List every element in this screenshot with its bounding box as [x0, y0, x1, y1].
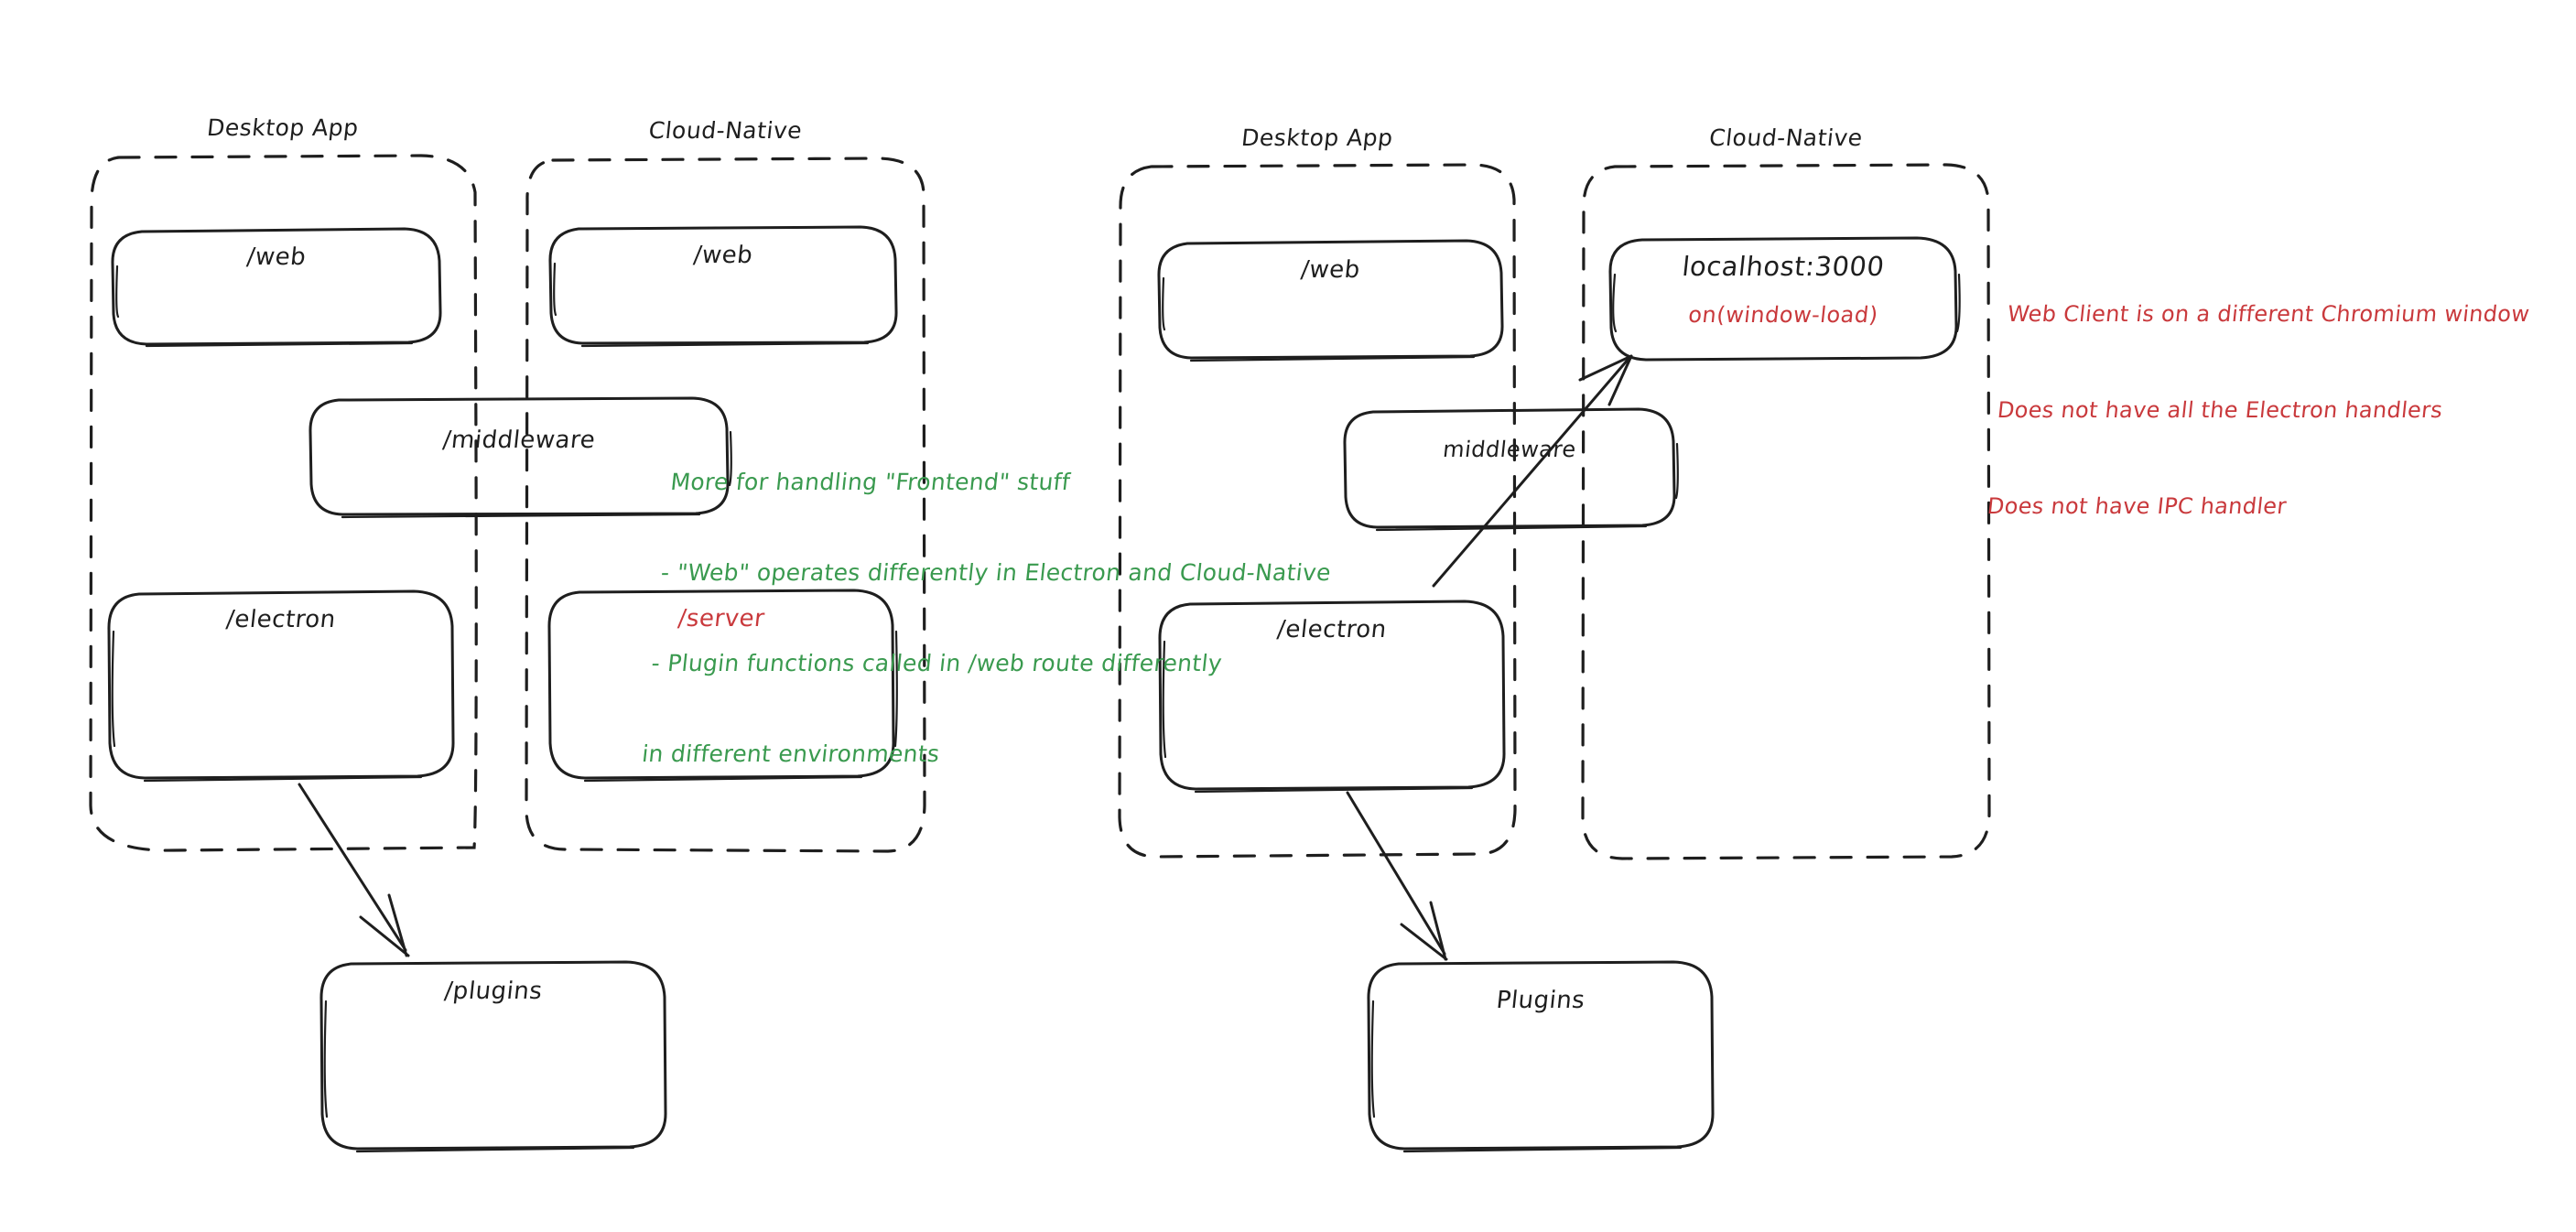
group-title-right-cloud-native: Cloud-Native — [1707, 124, 1865, 151]
annotation-line: Web Client is on a different Chromium wi… — [2006, 301, 2531, 327]
box-right-desktop-web — [1157, 239, 1504, 362]
node-label-right-plugins: Plugins — [1495, 987, 1586, 1014]
arrow-right-electron-to-plugins — [1346, 791, 1448, 961]
box-left-plugins — [319, 960, 667, 1153]
annotation-line: in different environments — [640, 740, 941, 767]
annotation-line: More for handling "Frontend" stuff — [669, 469, 1072, 495]
box-left-middleware — [308, 396, 732, 519]
node-label-left-cloud-web: /web — [692, 242, 754, 269]
group-title-left-cloud-native: Cloud-Native — [647, 117, 804, 144]
group-left-cloud-native — [525, 157, 926, 853]
node-label-right-localhost: localhost:3000 — [1680, 251, 1887, 282]
annotation-web-client-note: Web Client is on a different Chromium wi… — [1979, 234, 2538, 587]
node-label-right-middleware: middleware — [1441, 437, 1578, 462]
box-left-server — [547, 589, 898, 783]
node-label-left-plugins: /plugins — [443, 978, 544, 1005]
node-label-right-desktop-web: /web — [1299, 256, 1362, 284]
arrow-right-electron-to-localhost — [1432, 354, 1633, 588]
box-right-electron — [1158, 600, 1506, 794]
node-label-left-middleware: /middleware — [441, 427, 597, 454]
box-right-middleware — [1343, 407, 1679, 532]
group-right-cloud-native — [1581, 163, 1991, 860]
box-left-cloud-web — [548, 225, 898, 348]
box-right-localhost — [1608, 236, 1961, 362]
group-title-right-desktop-app: Desktop App — [1239, 124, 1395, 151]
annotation-line: - "Web" operates differently in Electron… — [659, 559, 1333, 586]
box-right-plugins — [1367, 960, 1715, 1153]
annotation-line: Does not have all the Electron handlers — [1996, 397, 2444, 423]
box-left-desktop-web — [111, 227, 442, 348]
annotation-line: Does not have IPC handler — [1986, 493, 2289, 519]
annotation-line: - Plugin functions called in /web route … — [650, 650, 1224, 676]
node-sublabel-right-localhost-on-window-load: on(window-load) — [1686, 302, 1880, 328]
arrow-left-electron-to-plugins — [298, 783, 410, 957]
node-label-left-desktop-web: /web — [245, 243, 308, 271]
group-left-desktop-app — [89, 154, 478, 852]
node-label-left-electron: /electron — [224, 606, 338, 633]
box-left-electron — [107, 589, 455, 783]
group-title-left-desktop-app: Desktop App — [205, 114, 361, 141]
node-label-right-electron: /electron — [1275, 616, 1389, 643]
group-right-desktop-app — [1118, 163, 1517, 859]
